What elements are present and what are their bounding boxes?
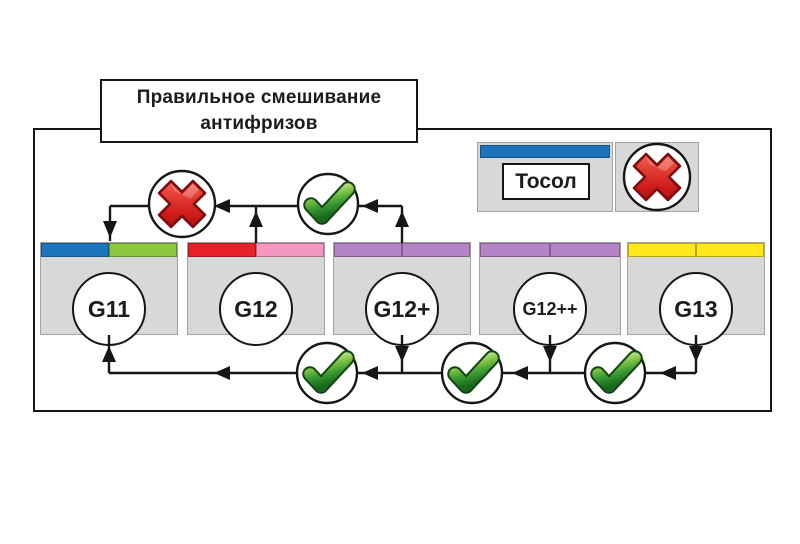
antifreeze-circle: G11 bbox=[72, 272, 146, 346]
stripe-left bbox=[628, 243, 696, 257]
stripe-right bbox=[256, 243, 324, 257]
stripe bbox=[188, 243, 324, 257]
stripe bbox=[480, 243, 620, 257]
tosol-result-box bbox=[615, 142, 699, 212]
title-line-1: Правильное смешивание bbox=[136, 87, 382, 108]
stripe-left bbox=[188, 243, 256, 257]
tosol-box: Тосол bbox=[477, 142, 613, 212]
antifreeze-label: G12++ bbox=[522, 298, 578, 319]
tosol-label: Тосол bbox=[515, 169, 577, 193]
stripe-right bbox=[696, 243, 764, 257]
antifreeze-circle: G12++ bbox=[513, 272, 587, 346]
antifreeze-box-g11: G11 bbox=[40, 242, 178, 346]
stripe-left bbox=[41, 243, 109, 257]
antifreeze-circle: G13 bbox=[659, 272, 733, 346]
antifreeze-label: G12 bbox=[234, 295, 278, 322]
stripe bbox=[41, 243, 177, 257]
antifreeze-box-g12: G12 bbox=[187, 242, 325, 346]
title-line-2: антифризов bbox=[200, 113, 318, 134]
antifreeze-box-g12plus: G12+ bbox=[333, 242, 471, 346]
antifreeze-label: G11 bbox=[87, 295, 131, 322]
stripe-right bbox=[402, 243, 470, 257]
diagram-title-box: Правильное смешивание антифризов bbox=[100, 79, 418, 143]
antifreeze-box-g13: G13 bbox=[627, 242, 765, 346]
antifreeze-box-g12plusplus: G12++ bbox=[479, 242, 621, 346]
stripe-right bbox=[109, 243, 177, 257]
antifreeze-circle: G12 bbox=[219, 272, 293, 346]
antifreeze-label: G13 bbox=[674, 295, 718, 322]
tosol-stripe bbox=[480, 145, 610, 158]
stripe bbox=[628, 243, 764, 257]
antifreeze-circle: G12+ bbox=[365, 272, 439, 346]
antifreeze-label: G12+ bbox=[373, 295, 431, 322]
stripe-left bbox=[334, 243, 402, 257]
stripe-left bbox=[480, 243, 550, 257]
tosol-label-box: Тосол bbox=[502, 163, 590, 200]
stripe-right bbox=[550, 243, 620, 257]
stripe bbox=[334, 243, 470, 257]
